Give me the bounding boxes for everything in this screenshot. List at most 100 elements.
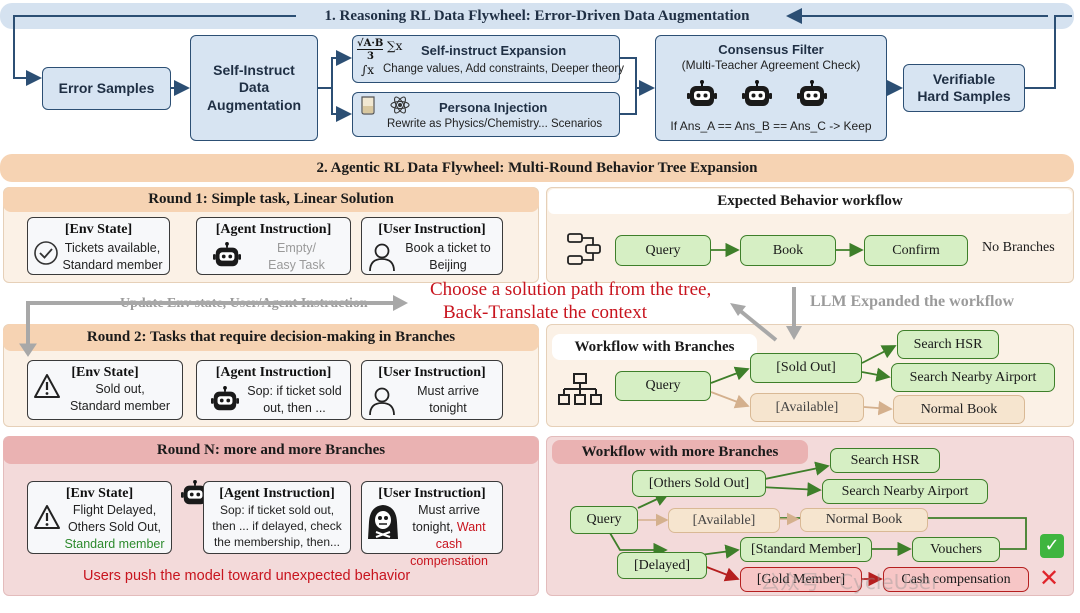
round1-agent-line2: Easy Task: [268, 257, 325, 272]
error-samples-label: Error Samples: [58, 79, 155, 96]
round1-user-text: Book a ticket to Beijing: [396, 240, 500, 274]
roundN-user-card: [User Instruction] Must arrive tonight, …: [361, 481, 503, 568]
roundN-title: Round N: more and more Branches: [156, 441, 386, 458]
wm-cash-node: Cash compensation: [883, 567, 1029, 592]
section2-title: 2. Agentic RL Data Flywheel: Multi-Round…: [316, 159, 758, 176]
expansion-title: Self-instruct Expansion: [421, 43, 567, 58]
wm-search-hsr-node: Search HSR: [830, 448, 940, 473]
math-sum: ∑x: [387, 39, 403, 53]
flow-icon: [567, 233, 601, 265]
roundN-agent-line3: the membership, then...: [213, 535, 341, 550]
wb-search-hsr-label: Search HSR: [913, 336, 983, 352]
math-den: 3: [367, 51, 374, 62]
wm-gold-member-node: [Gold Member]: [740, 567, 862, 592]
expected-book-label: Book: [772, 242, 804, 258]
round1-agent-card: [Agent Instruction] Empty/ Easy Task: [196, 217, 351, 275]
roundN-env-text: Flight Delayed, Others Sold Out, Standar…: [60, 502, 169, 553]
wm-vouchers-label: Vouchers: [930, 541, 982, 557]
wm-gold-member-label: [Gold Member]: [756, 571, 846, 587]
roundN-user-title: [User Instruction]: [378, 486, 486, 501]
self-instruct-aug-line2: Data: [238, 79, 270, 96]
consensus-title: Consensus Filter: [718, 42, 824, 57]
expected-book-node: Book: [740, 235, 836, 266]
wb-search-airport-node: Search Nearby Airport: [891, 363, 1055, 392]
robot-icon-a: [687, 80, 717, 106]
wm-delayed-label: [Delayed]: [634, 557, 690, 573]
verifiable-hard-samples-box: Verifiable Hard Samples: [903, 64, 1025, 112]
wb-search-hsr-node: Search HSR: [897, 330, 999, 359]
round2-env-line2: Standard member: [69, 398, 171, 413]
round1-env-card: [Env State] Tickets available, Standard …: [27, 217, 170, 275]
persona-title: Persona Injection: [439, 100, 548, 115]
wm-standard-member-label: [Standard Member]: [750, 541, 862, 557]
roundN-user-line1: Must arrive: [418, 503, 480, 517]
math-sqrt: √A·B: [357, 38, 384, 50]
wm-normal-book-node: Normal Book: [800, 508, 928, 532]
workflow-branches-title: Workflow with Branches: [574, 338, 735, 355]
choose-path-line1: Choose a solution path from the tree,: [430, 279, 712, 300]
wb-available-label: [Available]: [775, 399, 839, 415]
roundN-env-card: [Env State] Flight Delayed, Others Sold …: [27, 481, 172, 554]
roundN-agent-title: [Agent Instruction]: [219, 486, 335, 501]
round2-env-line1: Sold out,: [95, 382, 145, 396]
wb-sold-out-node: [Sold Out]: [750, 353, 862, 383]
verifiable-line1: Verifiable: [932, 70, 996, 87]
check-mark-icon: ✓: [1040, 534, 1064, 558]
llm-expanded-label: LLM Expanded the workflow: [810, 293, 1015, 310]
expected-title: Expected Behavior workflow: [717, 193, 903, 209]
wb-normal-book-label: Normal Book: [920, 401, 998, 417]
roundN-user-line2b: Want cash: [435, 519, 486, 551]
roundN-agent-line1: Sop: if ticket sold out,: [219, 503, 335, 517]
section1-arrows: [13, 8, 1072, 122]
wm-available-node: [Available]: [668, 508, 780, 533]
self-instruct-aug-line1: Self-Instruct: [213, 61, 295, 78]
cross-mark-icon: ✕: [1036, 565, 1062, 591]
wb-query-label: Query: [645, 378, 681, 393]
round1-env-text: Tickets available, Standard member: [58, 240, 167, 274]
round1-agent-title: [Agent Instruction]: [215, 222, 332, 237]
expected-query-node: Query: [615, 235, 711, 266]
robot-icon: [213, 242, 241, 267]
check-mark-glyph: ✓: [1044, 535, 1060, 556]
wb-sold-out-label: [Sold Out]: [776, 360, 836, 375]
wm-search-airport-node: Search Nearby Airport: [822, 479, 988, 504]
verifiable-line2: Hard Samples: [917, 88, 1011, 104]
round1-env-line1: Tickets available,: [64, 241, 161, 255]
round1-env-line2: Standard member: [62, 257, 163, 272]
round2-title: Round 2: Tasks that require decision-mak…: [86, 329, 456, 345]
round1-user-title: [User Instruction]: [378, 222, 486, 237]
roundN-title-bar: Round N: more and more Branches: [3, 436, 539, 464]
atom-icon: [390, 96, 410, 114]
consensus-rule: If Ans_A == Ans_B == Ans_C -> Keep: [670, 119, 872, 133]
watermark: 公众号 · CycleUser: [760, 570, 940, 594]
choose-path-line2: Back-Translate the context: [443, 302, 648, 323]
wm-delayed-node: [Delayed]: [617, 552, 707, 579]
wm-others-sold-out-label: [Others Sold Out]: [648, 475, 750, 491]
round2-user-line1: Must arrive: [417, 384, 479, 398]
round2-agent-line2: out, then ...: [263, 400, 326, 415]
user-icon: [369, 387, 395, 416]
round1-agent-text: Empty/ Easy Task: [245, 240, 348, 274]
wb-normal-book-node: Normal Book: [893, 395, 1025, 424]
user-icon: [369, 243, 395, 272]
hierarchy-icon: [558, 373, 602, 405]
round2-agent-title: [Agent Instruction]: [215, 365, 332, 380]
consensus-filter-box: Consensus Filter (Multi-Teacher Agreemen…: [655, 35, 887, 141]
round2-env-title: [Env State]: [71, 365, 139, 380]
wm-query-label: Query: [586, 512, 622, 527]
warning-icon: [34, 505, 60, 529]
error-samples-box: Error Samples: [42, 67, 171, 110]
roundN-user-text: Must arrive tonight, Want cash compensat…: [398, 502, 500, 570]
math-formula-icon: √A·B 3 ∫x ∑x: [355, 37, 407, 81]
round2-env-card: [Env State] Sold out, Standard member: [27, 360, 183, 420]
expected-confirm-label: Confirm: [892, 242, 940, 258]
roundN-agent-card: [Agent Instruction] Sop: if ticket sold …: [203, 481, 351, 554]
expected-confirm-node: Confirm: [864, 235, 968, 266]
robot-icon: [211, 386, 239, 411]
wb-query-node: Query: [615, 371, 711, 401]
roundN-user-line2: tonight, Want cash: [398, 519, 500, 553]
roundN-user-line2a: tonight,: [412, 519, 457, 534]
roundN-agent-line2: then ... if delayed, check: [212, 519, 342, 534]
roundN-env-title: [Env State]: [65, 486, 134, 501]
